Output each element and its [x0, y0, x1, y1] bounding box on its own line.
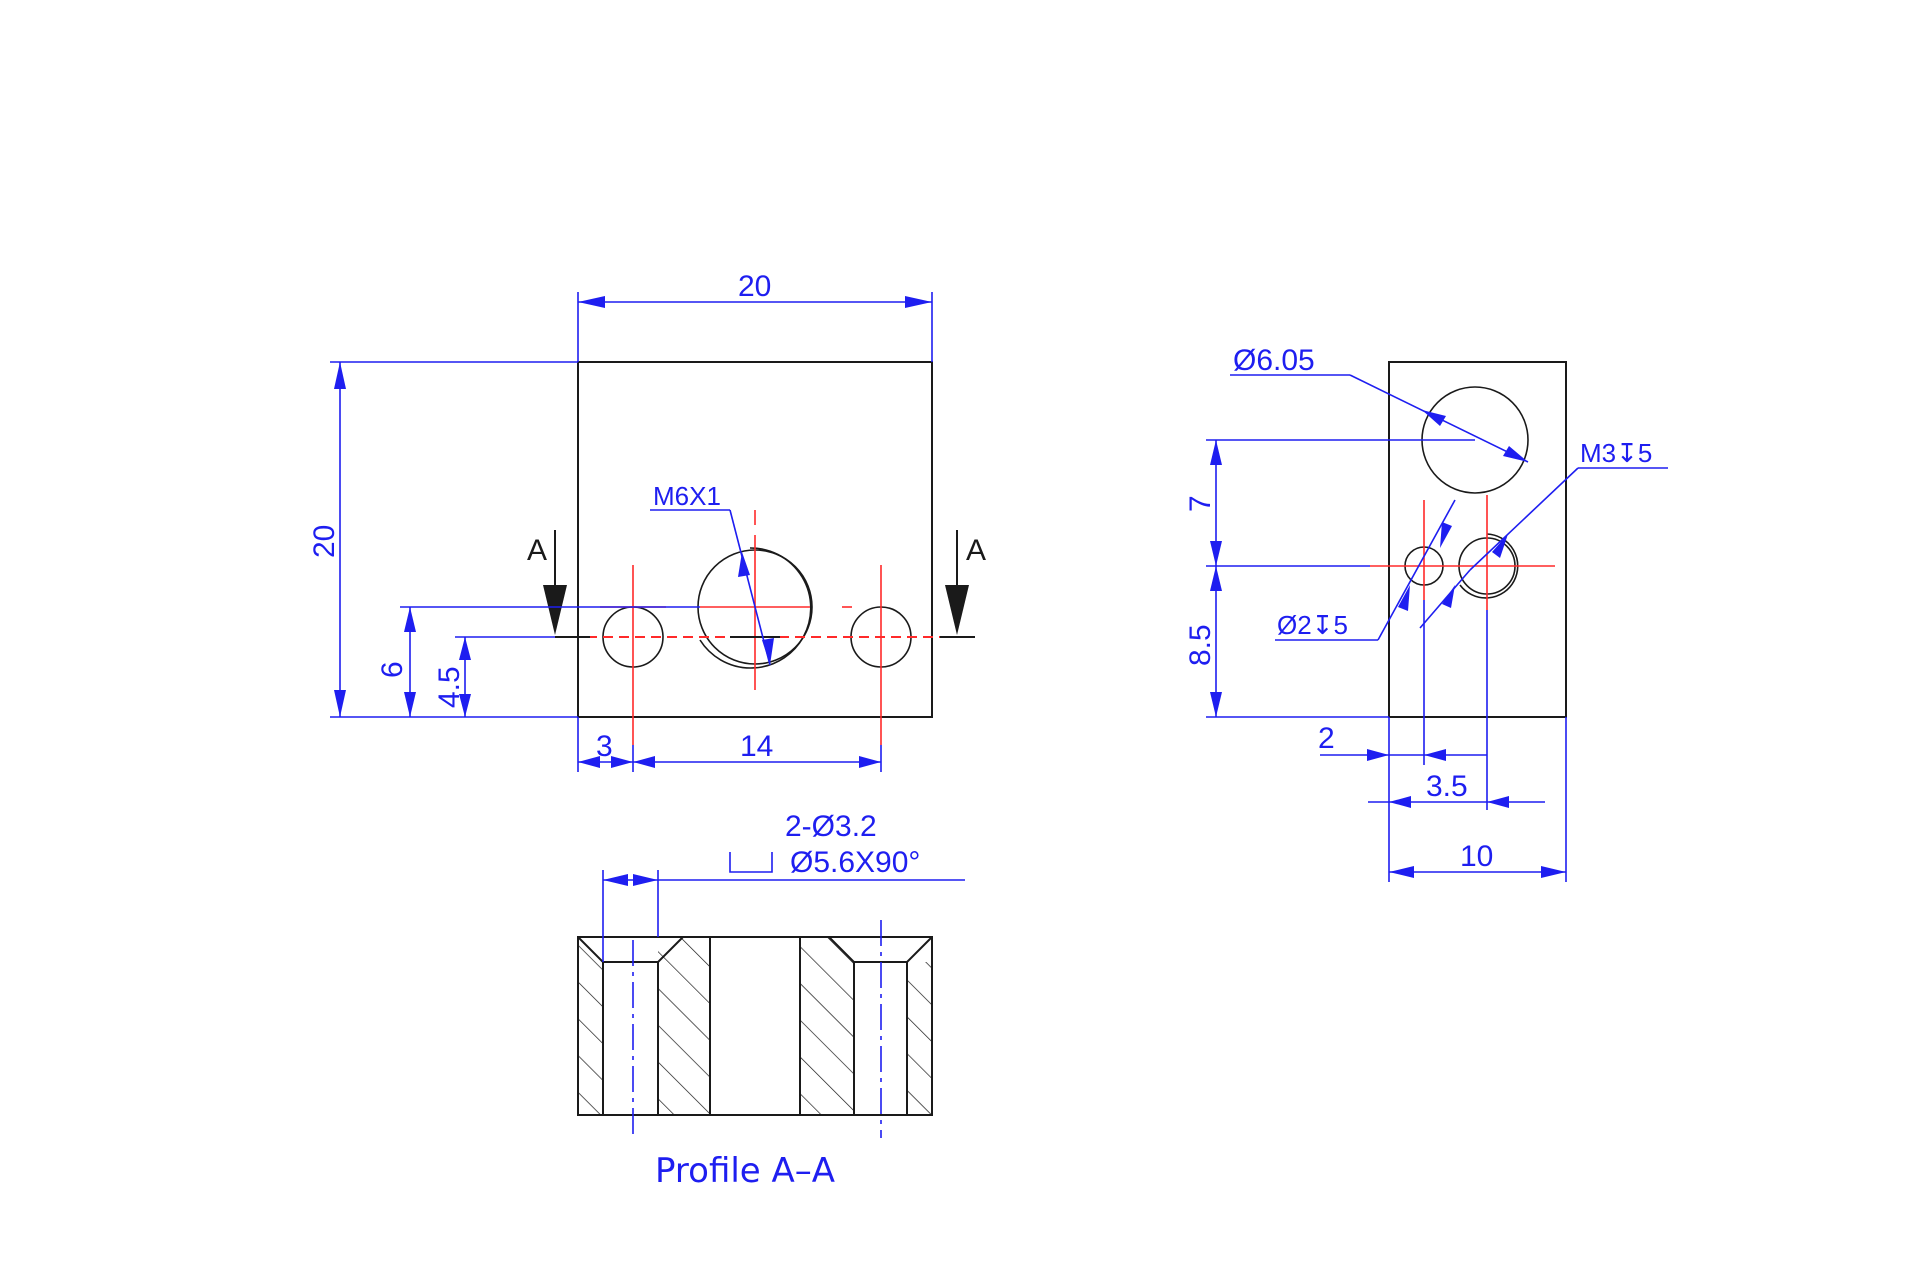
- front-view: A A 20 20 6 4.5: [308, 270, 986, 772]
- section-arrow-right: [945, 585, 969, 635]
- side-dim-10: 10: [1460, 840, 1493, 873]
- side-thread-m3: M3↧5: [1580, 438, 1652, 468]
- side-dim-2: 2: [1318, 722, 1335, 755]
- front-dim-3: 3: [596, 730, 613, 763]
- front-dim-6: 6: [376, 661, 409, 678]
- front-dim-4-5: 4.5: [433, 666, 466, 708]
- front-height-dim: 20: [308, 525, 341, 558]
- side-dim-8-5: 8.5: [1184, 624, 1217, 666]
- side-view-outline: [1388, 361, 1567, 718]
- section-label-left: A: [527, 534, 547, 567]
- front-dim-14: 14: [740, 730, 773, 763]
- side-dim-3-5: 3.5: [1426, 770, 1468, 803]
- front-width-dim: 20: [738, 270, 771, 303]
- section-csk-callout: Ø5.6X90°: [790, 846, 920, 879]
- section-view: 2-Ø3.2 Ø5.6X90° Profile A–A: [577, 810, 965, 1191]
- side-view: 7 8.5 Ø6.05 M3↧5 Ø2↧5 2 3.5: [1184, 344, 1668, 882]
- thread-callout-m6: M6X1: [653, 481, 721, 511]
- side-dia-large: Ø6.05: [1233, 344, 1315, 377]
- side-dim-7: 7: [1184, 495, 1217, 512]
- section-arrow-left: [543, 585, 567, 635]
- side-dia-small: Ø2↧5: [1277, 610, 1348, 640]
- section-outline: [577, 936, 933, 1116]
- section-caption: Profile A–A: [655, 1151, 835, 1191]
- section-hole-callout: 2-Ø3.2: [785, 810, 877, 843]
- front-view-outline: [577, 361, 933, 718]
- section-label-right: A: [966, 534, 986, 567]
